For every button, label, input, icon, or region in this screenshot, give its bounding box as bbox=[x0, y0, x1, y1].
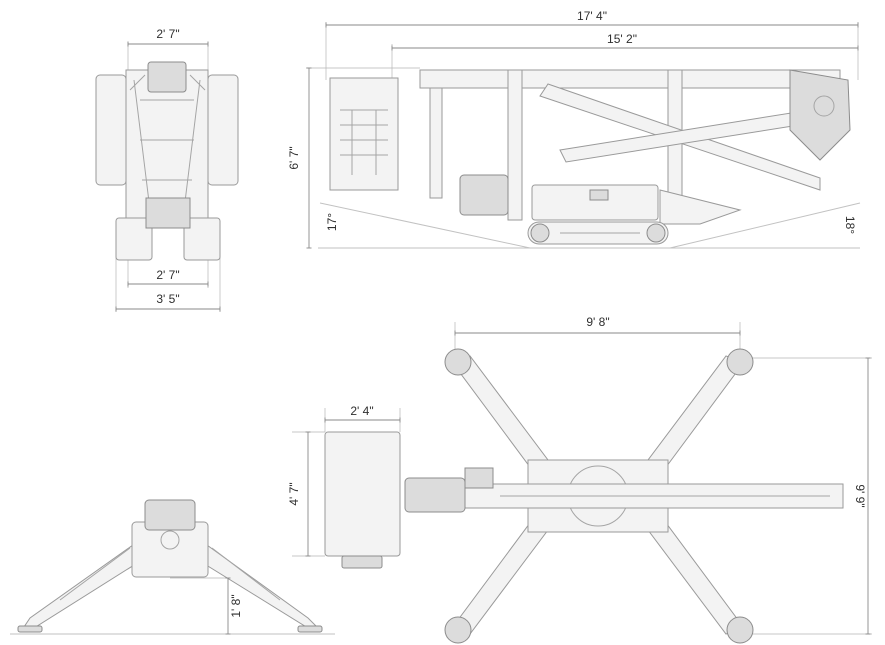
rear-view: 1' 8" bbox=[10, 499, 335, 635]
outrigger-top-view: 9' 8" 9' 9" bbox=[404, 315, 872, 644]
front-overall-width-label: 3' 5" bbox=[156, 292, 179, 306]
approach-angle-label: 17° bbox=[325, 213, 339, 231]
platform-width-label: 2' 4" bbox=[350, 404, 373, 418]
front-track-width-label: 2' 7" bbox=[156, 268, 179, 282]
outrigger-span-y-label: 9' 9" bbox=[853, 484, 867, 507]
departure-angle-label: 18° bbox=[843, 216, 857, 234]
ground-clearance-label: 1' 8" bbox=[229, 594, 243, 617]
platform-length-label: 4' 7" bbox=[287, 482, 301, 505]
outrigger-span-x-label: 9' 8" bbox=[586, 315, 609, 329]
side-overall-length-label: 17' 4" bbox=[577, 9, 607, 23]
side-height-label: 6' 7" bbox=[287, 146, 301, 169]
side-base-length-label: 15' 2" bbox=[607, 32, 637, 46]
front-top-width-label: 2' 7" bbox=[156, 27, 179, 41]
platform-top-view: 2' 4" 4' 7" bbox=[287, 404, 401, 569]
front-view: 2' 7" 2' 7" 3' 5" bbox=[95, 27, 239, 312]
side-view: 17' 4" 15' 2" 6' 7" 17° 18° bbox=[287, 9, 861, 249]
